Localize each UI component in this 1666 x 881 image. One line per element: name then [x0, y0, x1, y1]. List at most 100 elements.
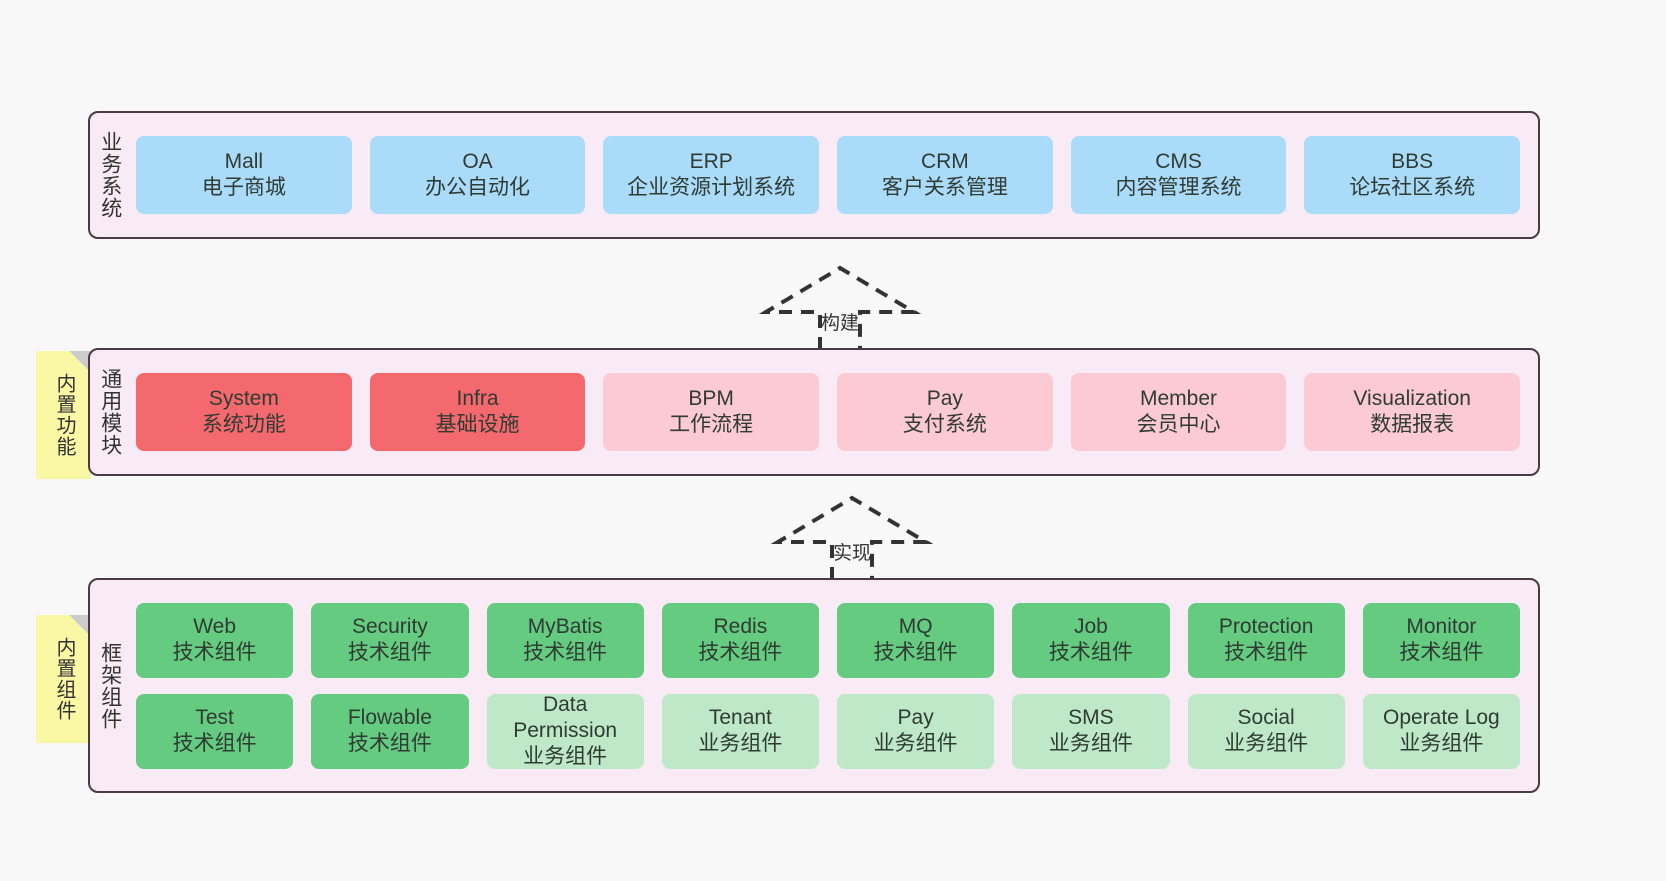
card-title-en: Redis — [713, 614, 768, 638]
layer-title-common-module: 通用模块 — [98, 368, 122, 456]
card-title-en: ERP — [689, 149, 733, 173]
card-title-cn: 办公自动化 — [425, 176, 530, 199]
card-title-cn: 内容管理系统 — [1115, 176, 1242, 199]
card-title-en: Data Permission — [513, 692, 618, 742]
card-framework-monitor[interactable]: Monitor 技术组件 — [1362, 602, 1520, 678]
card-title-en: Pay — [926, 386, 963, 410]
card-title-en: BPM — [688, 386, 734, 410]
relation-label-realize: 实现 — [832, 543, 872, 564]
card-title-en: Protection — [1218, 614, 1314, 638]
relation-arrow-build: 构建 — [758, 262, 922, 352]
card-business-erp[interactable]: ERP 企业资源计划系统 — [603, 136, 820, 214]
card-title-en: CMS — [1155, 149, 1202, 173]
card-common-bpm[interactable]: BPM 工作流程 — [603, 373, 820, 451]
card-framework-mybatis[interactable]: MyBatis 技术组件 — [486, 602, 644, 678]
relation-label-build: 构建 — [820, 313, 860, 334]
card-title-cn: 会员中心 — [1136, 413, 1221, 436]
card-title-cn: 技术组件 — [1399, 641, 1484, 664]
card-title-en: Security — [351, 614, 428, 638]
card-common-pay[interactable]: Pay 支付系统 — [837, 373, 1053, 451]
card-title-en: Operate Log — [1382, 705, 1500, 729]
layer-title-framework-component: 框架组件 — [98, 641, 122, 730]
dashed-up-arrow-icon — [758, 265, 922, 350]
card-common-visualization[interactable]: Visualization 数据报表 — [1304, 373, 1521, 451]
card-framework-social[interactable]: Social 业务组件 — [1187, 693, 1345, 769]
card-title-cn: 技术组件 — [347, 641, 432, 664]
card-framework-sms[interactable]: SMS 业务组件 — [1012, 693, 1170, 769]
card-title-cn: 技术组件 — [172, 641, 257, 664]
relation-arrow-realize: 实现 — [770, 492, 934, 582]
card-title-cn: 技术组件 — [172, 732, 257, 755]
dashed-up-arrow-icon — [770, 495, 934, 580]
card-framework-redis[interactable]: Redis 技术组件 — [661, 602, 819, 678]
card-title-cn: 企业资源计划系统 — [627, 176, 796, 199]
card-title-cn: 技术组件 — [1224, 641, 1309, 664]
card-title-en: OA — [462, 149, 493, 173]
card-framework-job[interactable]: Job 技术组件 — [1012, 602, 1170, 678]
card-title-cn: 工作流程 — [669, 413, 754, 436]
card-title-en: Visualization — [1353, 386, 1471, 410]
card-title-cn: 技术组件 — [873, 641, 958, 664]
card-framework-security[interactable]: Security 技术组件 — [311, 602, 469, 678]
card-title-en: Infra — [456, 386, 499, 410]
card-framework-flowable[interactable]: Flowable 技术组件 — [311, 693, 469, 769]
card-title-cn: 业务组件 — [1048, 732, 1133, 755]
sticky-note-builtin-features: 内置功能 — [36, 351, 91, 479]
card-title-cn: 技术组件 — [698, 641, 783, 664]
card-title-cn: 电子商城 — [201, 176, 286, 199]
sticky-note-builtin-features-label: 内置功能 — [53, 373, 75, 457]
card-title-cn: 技术组件 — [523, 641, 608, 664]
card-title-en: Job — [1073, 614, 1108, 638]
sticky-note-builtin-components-label: 内置组件 — [53, 637, 75, 721]
card-title-en: Member — [1140, 386, 1218, 410]
card-title-en: SMS — [1068, 705, 1114, 729]
card-title-cn: 技术组件 — [1048, 641, 1133, 664]
card-title-cn: 基础设施 — [435, 413, 520, 436]
card-title-en: Web — [193, 614, 237, 638]
card-business-oa[interactable]: OA 办公自动化 — [369, 136, 586, 214]
card-title-cn: 业务组件 — [873, 732, 958, 755]
card-framework-pay[interactable]: Pay 业务组件 — [837, 693, 995, 769]
card-business-cms[interactable]: CMS 内容管理系统 — [1070, 136, 1287, 214]
card-title-en: Mall — [224, 149, 264, 173]
sticky-fold-corner-icon — [69, 615, 91, 637]
card-title-en: Monitor — [1406, 614, 1477, 638]
card-title-en: MQ — [898, 614, 933, 638]
card-title-en: Tenant — [708, 705, 772, 729]
sticky-note-builtin-components: 内置组件 — [36, 615, 91, 743]
card-title-cn: 业务组件 — [523, 745, 608, 769]
card-common-infra[interactable]: Infra 基础设施 — [369, 373, 586, 451]
card-business-mall[interactable]: Mall 电子商城 — [136, 136, 352, 214]
card-title-en: BBS — [1391, 149, 1434, 173]
card-title-en: Social — [1237, 705, 1295, 729]
card-common-member[interactable]: Member 会员中心 — [1070, 373, 1287, 451]
card-framework-data-permission[interactable]: Data Permission 业务组件 — [486, 692, 644, 769]
card-row-framework-business: Test 技术组件 Flowable 技术组件 Data Permission 业务组件 T… — [136, 692, 1520, 769]
card-title-cn: 客户关系管理 — [881, 176, 1008, 199]
card-title-cn: 业务组件 — [1224, 732, 1309, 755]
card-title-en: MyBatis — [527, 614, 603, 638]
card-title-cn: 数据报表 — [1370, 413, 1455, 436]
card-framework-test[interactable]: Test 技术组件 — [136, 693, 294, 769]
card-framework-mq[interactable]: MQ 技术组件 — [837, 602, 995, 678]
card-title-cn: 支付系统 — [902, 413, 987, 436]
card-title-en: Pay — [897, 705, 934, 729]
card-title-cn: 技术组件 — [347, 732, 432, 755]
card-title-en: Test — [195, 705, 234, 729]
card-title-en: Flowable — [347, 705, 432, 729]
card-framework-protection[interactable]: Protection 技术组件 — [1187, 602, 1345, 678]
card-framework-web[interactable]: Web 技术组件 — [136, 602, 294, 678]
